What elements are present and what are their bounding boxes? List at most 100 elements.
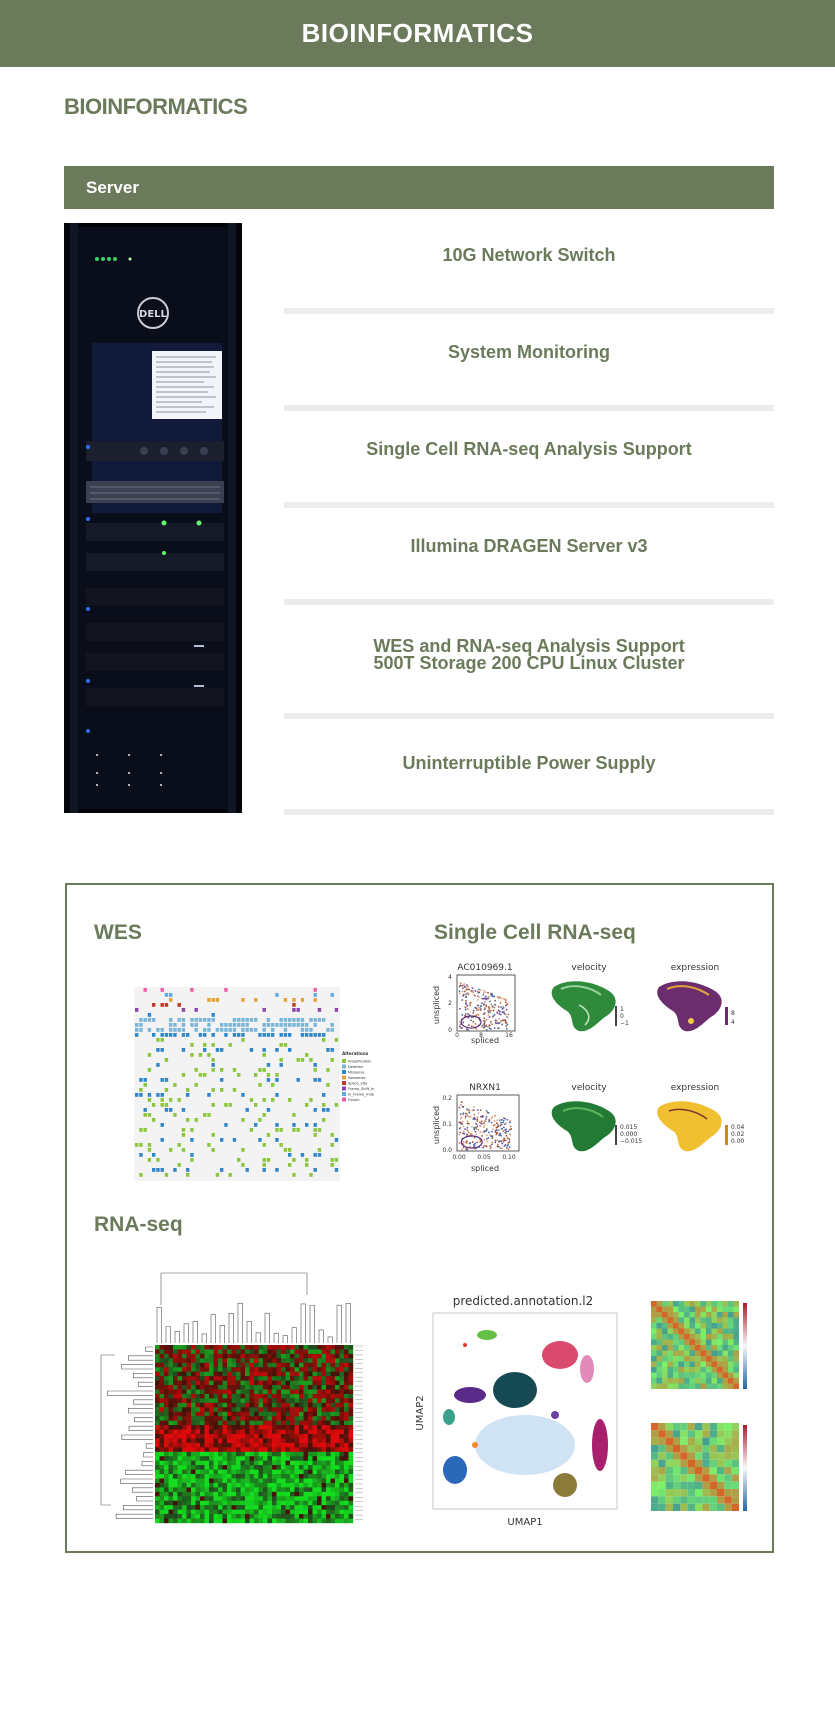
scatter-point — [504, 999, 507, 1001]
heatmap-cell — [236, 1349, 241, 1355]
heatmap-cell — [168, 1345, 174, 1350]
scatter-point — [459, 1020, 461, 1023]
heatmap-cell — [159, 1367, 165, 1372]
heatmap-cell — [330, 1500, 336, 1506]
heatmap-cell — [303, 1362, 309, 1368]
heatmap-cell — [303, 1371, 309, 1377]
oncoprint-cell — [292, 1128, 296, 1132]
heatmap-cell — [227, 1429, 232, 1435]
correlation-cell — [689, 1350, 695, 1356]
heatmap-cell — [276, 1420, 282, 1426]
heatmap-cell — [312, 1402, 318, 1408]
scatter-point — [493, 1119, 496, 1122]
scatter-point — [466, 988, 469, 991]
heatmap-cell — [299, 1411, 304, 1417]
heatmap-cell — [245, 1505, 250, 1510]
heatmap-cell — [218, 1500, 223, 1506]
heatmap-cell — [258, 1380, 264, 1386]
scatter-point — [485, 1019, 488, 1021]
heatmap-cell — [330, 1371, 336, 1377]
heatmap-cell — [263, 1487, 268, 1493]
heatmap-cell — [173, 1474, 178, 1479]
heatmap-cell — [326, 1496, 331, 1501]
correlation-cell — [665, 1423, 673, 1431]
scatter-point — [505, 1003, 508, 1006]
heatmap-cell — [164, 1482, 169, 1488]
oncoprint-cell — [271, 1098, 275, 1102]
scatter-point — [470, 1016, 473, 1019]
heatmap-cell — [209, 1371, 214, 1377]
heatmap-cell — [218, 1469, 223, 1475]
heatmap-cell — [168, 1402, 174, 1408]
oncoprint-cell — [296, 1018, 300, 1022]
heatmap-cell — [294, 1496, 300, 1501]
heatmap-cell — [173, 1389, 178, 1395]
scatter-point — [466, 1108, 468, 1111]
heatmap-cell — [317, 1469, 322, 1475]
scatter-point — [468, 1110, 471, 1112]
oncoprint-cell — [220, 1078, 224, 1082]
correlation-cell — [722, 1323, 728, 1329]
heatmap-cell — [276, 1345, 282, 1350]
oncoprint-cell — [228, 1023, 232, 1027]
scatter-point — [473, 1113, 476, 1116]
heatmap-cell — [191, 1345, 196, 1350]
scatter-point — [478, 996, 480, 999]
heatmap-cell — [339, 1491, 345, 1497]
correlation-cell — [711, 1323, 717, 1329]
oncoprint-cell — [198, 1018, 203, 1022]
heatmap-cell — [249, 1425, 255, 1430]
heatmap-cell — [182, 1451, 187, 1457]
heatmap-cell — [276, 1447, 282, 1452]
correlation-cell — [678, 1383, 684, 1389]
heatmap-cell — [222, 1500, 228, 1506]
heatmap-cell — [303, 1469, 309, 1475]
heatmap-cell — [159, 1451, 165, 1457]
heatmap-cell — [290, 1451, 295, 1457]
heatmap-cell — [290, 1434, 295, 1439]
oncoprint-cell — [292, 1008, 296, 1012]
heatmap-cell — [321, 1509, 327, 1515]
heatmap-cell — [326, 1482, 331, 1488]
correlation-cell — [717, 1496, 725, 1504]
heatmap-cell — [335, 1460, 340, 1466]
heatmap-cell — [227, 1411, 232, 1417]
heatmap-cell — [195, 1398, 201, 1404]
heatmap-cell — [254, 1482, 259, 1488]
heatmap-cell — [186, 1385, 192, 1390]
heatmap-cell — [254, 1429, 259, 1435]
heatmap-cell — [254, 1393, 259, 1399]
correlation-cell — [717, 1445, 725, 1453]
correlation-cell — [651, 1496, 659, 1504]
heatmap-cell — [173, 1434, 178, 1439]
heatmap-cell — [281, 1385, 286, 1390]
heatmap-cell — [200, 1411, 205, 1417]
heatmap-cell — [186, 1420, 192, 1426]
heatmap-cell — [231, 1371, 237, 1377]
oncoprint-cell — [258, 1118, 262, 1122]
oncoprint-cell — [160, 1138, 164, 1142]
heatmap-cell — [245, 1496, 250, 1501]
oncoprint-cell — [292, 1158, 296, 1162]
heatmap-cell — [240, 1491, 246, 1497]
scatter-point — [489, 1147, 492, 1150]
heatmap-cell — [231, 1425, 237, 1430]
correlation-cell — [658, 1489, 666, 1497]
dendrogram-branch — [219, 1324, 225, 1343]
heatmap-cell — [159, 1518, 165, 1524]
heatmap-cell — [308, 1353, 313, 1359]
heatmap-cell — [258, 1420, 264, 1426]
scatter-point — [459, 1113, 462, 1115]
heatmap-cell — [317, 1447, 322, 1452]
heatmap-cell — [281, 1451, 286, 1457]
scatter-point — [480, 1005, 483, 1007]
heatmap-cell — [222, 1514, 228, 1519]
heatmap-cell — [330, 1398, 336, 1404]
correlation-cell — [695, 1503, 703, 1511]
heatmap-cell — [344, 1358, 349, 1363]
heatmap-cell — [267, 1469, 273, 1475]
oncoprint-cell — [173, 1023, 177, 1027]
heatmap-cell — [222, 1425, 228, 1430]
oncoprint-cell — [283, 1148, 288, 1152]
server-rack-photo: DELL — [64, 223, 242, 813]
